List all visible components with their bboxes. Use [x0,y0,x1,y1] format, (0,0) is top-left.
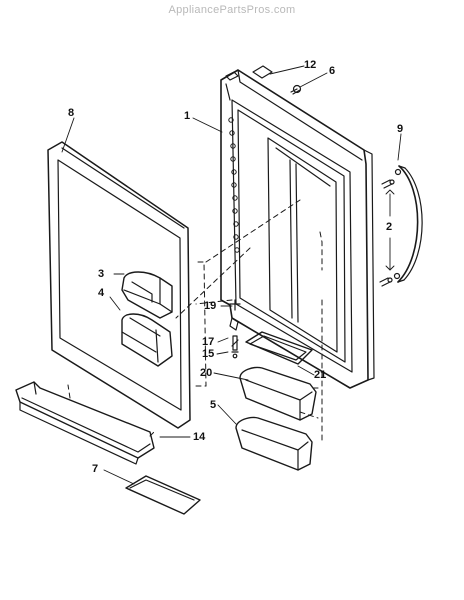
watermark: AppliancePartsPros.com [168,4,296,16]
part-20-bin [239,366,317,421]
callout-12: 12 [304,59,317,71]
part-6-screw [290,84,302,95]
part-3-cover [121,271,173,319]
part-7-insert [125,475,201,515]
callout-8: 8 [68,107,75,119]
part-9-handle [393,165,423,283]
callout-21: 21 [314,369,327,381]
callout-15: 15 [202,348,215,360]
part-21-tray [245,331,313,365]
part-5-bin [235,416,313,471]
part-4-bin [121,313,173,367]
callout-17: 17 [202,336,215,348]
leader-lines [61,65,402,485]
door-gasket [47,141,191,429]
callout-19: 19 [204,300,217,312]
part-14-shelf [15,381,155,465]
callout-7: 7 [92,463,99,475]
callout-9: 9 [397,123,404,135]
callout-6: 6 [329,65,336,77]
callout-4: 4 [98,287,105,299]
callout-3: 3 [98,268,105,280]
callout-2: 2 [386,221,393,233]
part-2-screws [379,179,395,287]
part-12-label [252,65,273,79]
callout-1: 1 [184,110,191,122]
callout-20: 20 [200,367,213,379]
small-hardware [229,299,241,359]
callout-14: 14 [193,431,206,443]
door-liner-assembly [220,69,375,389]
alignment-lines [67,199,323,441]
callout-5: 5 [210,399,217,411]
